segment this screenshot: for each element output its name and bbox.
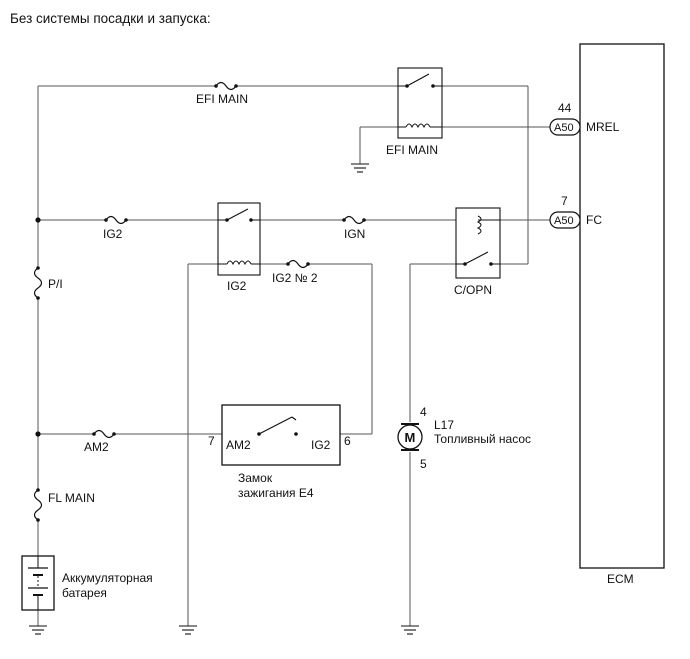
fuse-fl-main-label: FL MAIN bbox=[48, 491, 95, 505]
junction-dot bbox=[35, 431, 41, 437]
mrel-signal: MREL bbox=[586, 120, 620, 134]
fuse-am2-icon bbox=[92, 429, 116, 439]
ecm-label: ECM bbox=[607, 572, 634, 586]
fc-signal: FC bbox=[586, 213, 602, 227]
ecm-box bbox=[579, 43, 665, 569]
fuse-ig2-label: IG2 bbox=[103, 227, 123, 241]
pump-name: Топливный насос bbox=[434, 432, 531, 446]
battery-label-line1: Аккумуляторная bbox=[62, 571, 153, 585]
pump-pin-bottom: 5 bbox=[420, 457, 427, 471]
diagram-title: Без системы посадки и запуска: bbox=[10, 11, 211, 26]
pump-pin-top: 4 bbox=[420, 405, 427, 419]
relay-efi-main bbox=[397, 67, 443, 139]
fuse-fl-main-icon bbox=[33, 488, 43, 522]
fuse-pi-icon bbox=[33, 266, 43, 300]
fuse-ign-icon bbox=[342, 215, 366, 225]
fuel-pump-motor-icon bbox=[397, 423, 423, 451]
relay-ig2-label: IG2 bbox=[227, 279, 247, 293]
ignition-label-line1: Замок bbox=[238, 471, 273, 485]
ignition-label-line2: зажигания E4 bbox=[238, 486, 314, 500]
fuse-ig2-no2-label: IG2 № 2 bbox=[272, 271, 318, 285]
connector-a50-mrel-label: A50 bbox=[554, 122, 574, 134]
ignition-term-ig2: IG2 bbox=[311, 438, 331, 452]
fuse-efi-main-icon bbox=[214, 81, 238, 91]
relay-copn bbox=[455, 207, 501, 279]
battery-icon bbox=[21, 555, 55, 611]
fuse-efi-main-label: EFI MAIN bbox=[196, 92, 248, 106]
ground-icon bbox=[29, 625, 47, 635]
fuse-am2-label: AM2 bbox=[84, 440, 109, 454]
mrel-pin: 44 bbox=[558, 101, 572, 115]
fuel-pump-symbol: M bbox=[405, 430, 416, 445]
connector-a50-fc-label: A50 bbox=[554, 215, 574, 227]
ignition-term-am2: AM2 bbox=[226, 438, 251, 452]
fuse-ig2-no2-icon bbox=[286, 259, 310, 269]
ground-icon bbox=[401, 625, 419, 635]
ignition-switch bbox=[221, 404, 341, 466]
fuse-ig2-icon bbox=[104, 215, 128, 225]
relay-copn-label: C/OPN bbox=[454, 283, 492, 297]
junction-dot bbox=[35, 217, 41, 223]
connector-a50-fc bbox=[549, 211, 581, 229]
ignition-pin-am2: 7 bbox=[208, 434, 215, 448]
ground-icon bbox=[179, 625, 197, 635]
relay-efi-main-label: EFI MAIN bbox=[386, 143, 438, 157]
wires bbox=[37, 85, 550, 626]
fuse-ign-label: IGN bbox=[344, 227, 365, 241]
ignition-pin-ig2: 6 bbox=[344, 434, 351, 448]
connector-a50-mrel bbox=[549, 118, 581, 136]
ground-icon bbox=[351, 163, 369, 173]
pump-code: L17 bbox=[434, 418, 454, 432]
fuse-pi-label: P/I bbox=[48, 277, 63, 291]
battery-label-line2: батарея bbox=[62, 586, 107, 600]
relay-ig2 bbox=[217, 202, 261, 276]
fc-pin: 7 bbox=[561, 194, 568, 208]
